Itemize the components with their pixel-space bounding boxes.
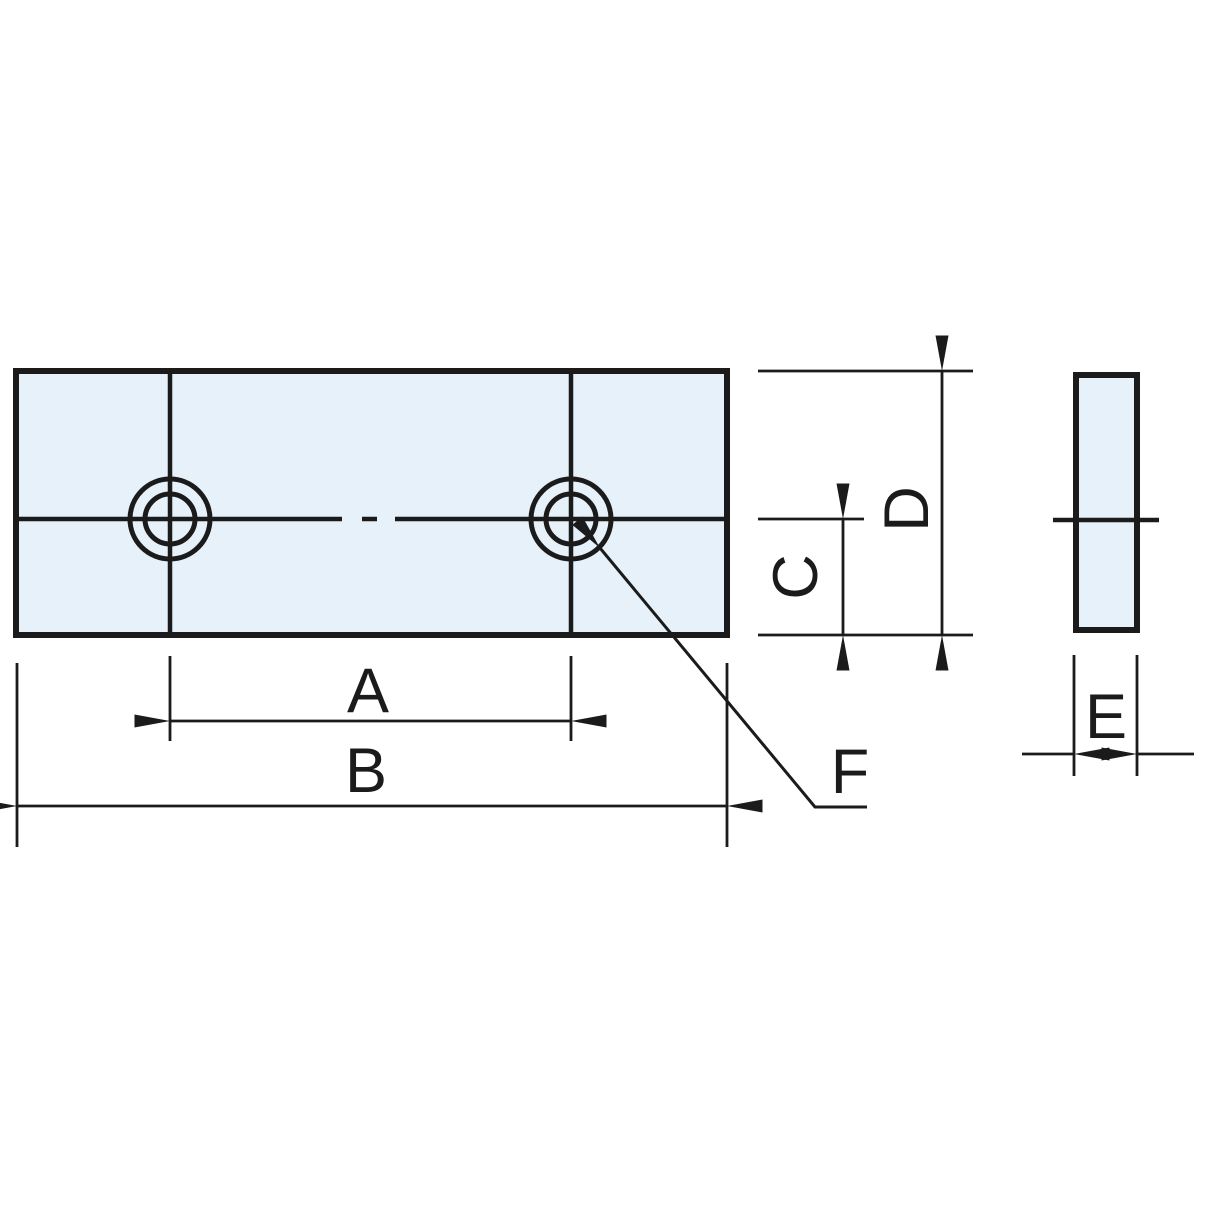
dimension-e-label: E: [1085, 682, 1127, 752]
hole-1-outer-circle: [127, 476, 213, 562]
callout-f: F: [572, 516, 869, 809]
front-view-outline: [13, 368, 730, 638]
dimension-c-d: C D: [758, 335, 973, 671]
side-view: [1053, 372, 1159, 633]
callout-f-label: F: [831, 737, 869, 807]
front-view: [13, 368, 730, 638]
dimension-e: E: [1022, 655, 1194, 776]
dimension-a: A: [134, 656, 607, 741]
dimension-b: B: [0, 663, 763, 847]
side-view-outline: [1073, 372, 1140, 633]
hole-2-outer-circle: [528, 476, 614, 562]
hole-1-inner-circle: [142, 491, 198, 547]
dimension-d-label: D: [872, 486, 942, 532]
dimension-b-label: B: [345, 736, 387, 806]
dimension-a-label: A: [347, 656, 389, 726]
callout-f-leader-line: [572, 516, 867, 809]
dimension-c-label: C: [761, 554, 831, 600]
